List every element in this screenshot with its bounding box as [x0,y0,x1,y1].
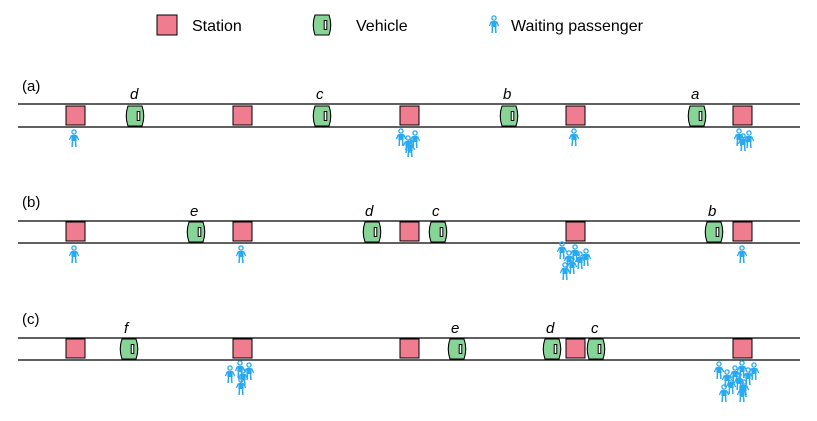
panel-label: (c) [22,311,40,328]
station [732,105,753,126]
waiting-passengers [68,128,755,158]
station [399,105,420,126]
legend-vehicle-swatch [312,14,332,36]
legend-passenger-icon [488,15,500,34]
waiting-passengers [68,241,748,281]
panel-label: (b) [22,194,40,211]
station [565,105,586,126]
vehicle [362,221,382,243]
legend-station-swatch [156,14,178,36]
vehicle-label: a [691,86,699,103]
vehicle [312,105,332,127]
vehicle-label: e [190,203,198,220]
panel-b: (b) e d c b [18,194,800,281]
station [65,338,86,359]
legend-vehicle-label: Vehicle [356,18,408,35]
vehicle [586,338,606,360]
vehicle-label: b [503,86,511,103]
station [65,105,86,126]
station [732,338,753,359]
panel-c: (c) f e d c [18,311,800,403]
station [65,221,86,242]
station [565,338,586,359]
vehicle [687,105,707,127]
legend-station-label: Station [192,18,242,35]
vehicle-label: f [124,320,130,337]
vehicle [186,221,206,243]
vehicle-label: e [451,320,459,337]
vehicle [428,221,448,243]
panel-a: (a) d c b a [18,78,800,158]
legend: Station Vehicle Waiting passenger [156,14,644,36]
vehicle-label: c [432,203,440,220]
vehicle [704,221,724,243]
station [399,338,420,359]
station [232,338,253,359]
vehicle [499,105,519,127]
vehicle-label: d [365,203,374,220]
vehicle [447,338,467,360]
station [232,105,253,126]
vehicle-label: c [591,320,599,337]
vehicle [542,338,562,360]
vehicle [119,338,139,360]
station [399,221,420,242]
vehicle [125,105,145,127]
vehicle-label: d [130,86,139,103]
panel-label: (a) [22,78,40,95]
vehicle-label: b [708,203,716,220]
legend-passenger-label: Waiting passenger [511,18,644,35]
vehicle-label: c [316,86,324,103]
station [232,221,253,242]
station [732,221,753,242]
vehicle-label: d [546,320,555,337]
waiting-passengers [224,360,760,403]
station [565,221,586,242]
